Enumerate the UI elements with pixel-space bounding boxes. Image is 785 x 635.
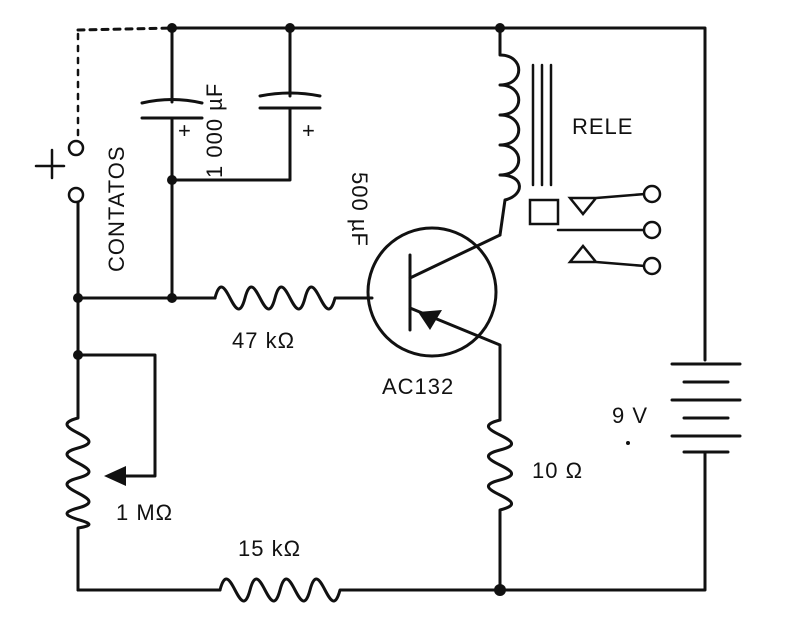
relay-coil (498, 26, 521, 237)
pot-wire-top (76, 353, 157, 478)
resistor-47k (213, 285, 374, 311)
cap2-label: 500 µF (347, 172, 372, 247)
contact-terminal-bottom (67, 186, 85, 204)
cap1-plate-top (140, 98, 204, 105)
transistor-emitter-arrow (418, 310, 442, 330)
relay-label: RELE (572, 114, 633, 139)
resistor-47k-label: 47 kΩ (232, 328, 295, 353)
relay-terminal-2 (642, 220, 662, 240)
transistor-body (366, 226, 498, 358)
cap2-plus-sign: + (302, 118, 316, 143)
pot-label: 1 MΩ (116, 500, 173, 525)
pot-wiper-arrow (104, 466, 126, 486)
top-rail-wire (170, 26, 707, 362)
relay-contact-lower (567, 244, 647, 268)
junction-base-mid (167, 293, 177, 303)
relay-terminal-1 (642, 184, 662, 204)
relay-contact-upper (567, 192, 647, 216)
junction-cap2-top (285, 23, 295, 33)
junction-cap1-top (167, 23, 177, 33)
contacts-label: CONTATOS (104, 145, 129, 272)
transistor-collector (408, 233, 502, 280)
transistor-emitter (408, 306, 502, 422)
battery-dot (626, 441, 630, 445)
cap2-wire (170, 26, 292, 182)
top-rail-left-dashed (76, 26, 174, 32)
relay-terminal-3 (642, 256, 662, 276)
relay-armature (528, 198, 560, 226)
potentiometer-1m (65, 353, 91, 592)
contact-terminal-top (67, 139, 85, 157)
resistor-15k (218, 577, 502, 603)
junction-base-left (73, 293, 83, 303)
transistor-label: AC132 (382, 374, 454, 399)
junction-cap-bottom (167, 175, 177, 185)
cap2-plate-top (258, 91, 322, 98)
cap1-plus-sign: + (178, 118, 192, 143)
bottom-wire-right (498, 450, 707, 592)
resistor-10 (487, 418, 513, 592)
cap1-label: 1 000 µF (202, 83, 227, 178)
battery-label: 9 V (612, 403, 648, 428)
resistor-10-label: 10 Ω (532, 458, 583, 483)
resistor-15k-label: 15 kΩ (238, 536, 301, 561)
contact-lever (34, 148, 66, 180)
